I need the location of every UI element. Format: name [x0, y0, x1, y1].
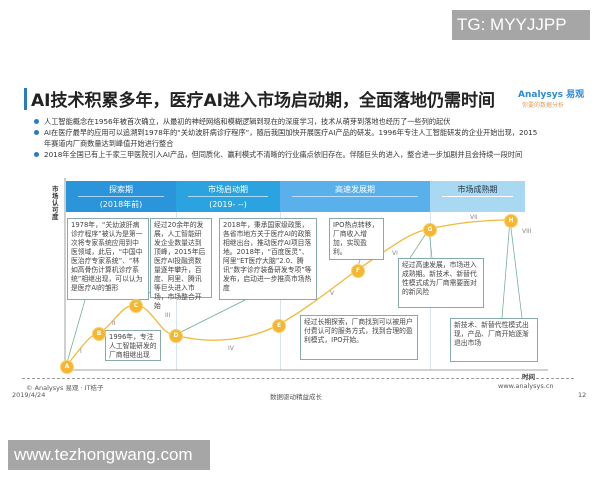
curve-point-F: F — [351, 264, 365, 278]
phase-exploration: 探索期 (2018年前) — [66, 181, 176, 212]
note-1978: 1978年，“关幼波肝病诊疗程序”被认为是第一次将专家系统应用到中医领域，此后，… — [67, 218, 149, 300]
phase-sub: (2019- --) — [209, 200, 247, 209]
bullet-item: 2018年全国已有上千家三甲医院引入AI产品，但同质化、赢利模式不清晰的行业痛点… — [34, 149, 544, 160]
phase-growth: 高速发展期 — [280, 181, 430, 212]
curve-point-D: D — [169, 329, 183, 343]
curve-point-E: E — [272, 319, 286, 333]
phase-launch: 市场启动期 (2019- --) — [176, 181, 280, 212]
note-2018: 2018年，秉承国家级政策，各省市地方关于医疗AI的政策相继出台，推动医疗AI项… — [219, 218, 317, 300]
note-consolidation: 经过20余年的发展，人工智能研发企业数量达到顶峰，2015年后医疗AI投融资数量… — [150, 218, 212, 310]
note-profit: 经过长期探索，厂商找到可以被用户付费认可的服务方式，找到合理的盈利模式，IPO开… — [300, 315, 418, 360]
stage-label: VII — [470, 214, 478, 221]
phase-name: 市场启动期 — [188, 184, 268, 197]
page-title: AI技术积累多年，医疗AI进入市场启动期，全面落地仍需时间 — [31, 91, 495, 111]
stage-label: III — [165, 312, 171, 319]
phase-name: 高速发展期 — [292, 184, 418, 197]
note-mature: 经过高速发展，市场进入成熟期。新技术、新替代性模式成为厂商需要面对的新风险 — [398, 258, 484, 308]
curve-point-A: A — [60, 360, 74, 374]
curve-point-H: H — [504, 214, 518, 228]
note-exit: 新技术、新替代性模式出现，产品、厂商开始逐渐退出市场 — [450, 318, 538, 362]
note-ipo: IPO热点转移，厂商收入增加，实现盈利。 — [329, 218, 384, 260]
phase-sub: (2018年前) — [99, 200, 143, 209]
stage-label: II — [112, 320, 116, 327]
watermark-top: TG: MYYJJPP — [452, 10, 590, 40]
title-accent — [24, 88, 27, 110]
bullet-list: 人工智能概念在1956年被首次确立，从最初的神经网络和模糊逻辑到现在的深度学习，… — [34, 116, 544, 160]
stage-label: V — [330, 290, 335, 297]
logo: Analysys 易观 — [518, 90, 585, 100]
footer-date: 2019/4/24 — [12, 391, 46, 399]
stage-label: VI — [392, 250, 398, 257]
curve-point-C: C — [129, 299, 143, 313]
bullet-item: 人工智能概念在1956年被首次确立，从最初的神经网络和模糊逻辑到现在的深度学习，… — [34, 116, 544, 127]
footer-divider — [22, 378, 574, 379]
footer-page: 12 — [578, 391, 587, 399]
stage-label: VIII — [522, 228, 532, 235]
curve-point-G: G — [423, 223, 437, 237]
phase-name: 探索期 — [78, 184, 164, 197]
logo-tagline: 你要的数据分析 — [522, 102, 565, 109]
phase-name: 市场成熟期 — [442, 184, 513, 197]
note-1996: 1996年，专注人工智能研发的厂商相继出现 — [105, 330, 161, 361]
x-axis-label: 时间 — [522, 373, 535, 381]
footer-copyright: © Analysys 易观 · IT桔子 — [26, 384, 104, 392]
watermark-bottom: www.tezhongwang.com — [8, 440, 210, 470]
curve-point-B: B — [92, 327, 106, 341]
stage-label: I — [80, 348, 82, 355]
bullet-item: AI在医疗最早的应用可以追溯到1978年的“关幼波肝病诊疗程序”，随后我国加快开… — [34, 127, 544, 149]
y-axis-label: 市场认可度 — [52, 185, 59, 221]
footer-site: www.analysys.cn — [498, 382, 554, 390]
stage-label: IV — [228, 345, 234, 352]
phase-mature: 市场成熟期 — [430, 181, 525, 212]
footer-slogan: 数据驱动精益成长 — [270, 393, 322, 401]
callout-lines — [65, 219, 523, 367]
